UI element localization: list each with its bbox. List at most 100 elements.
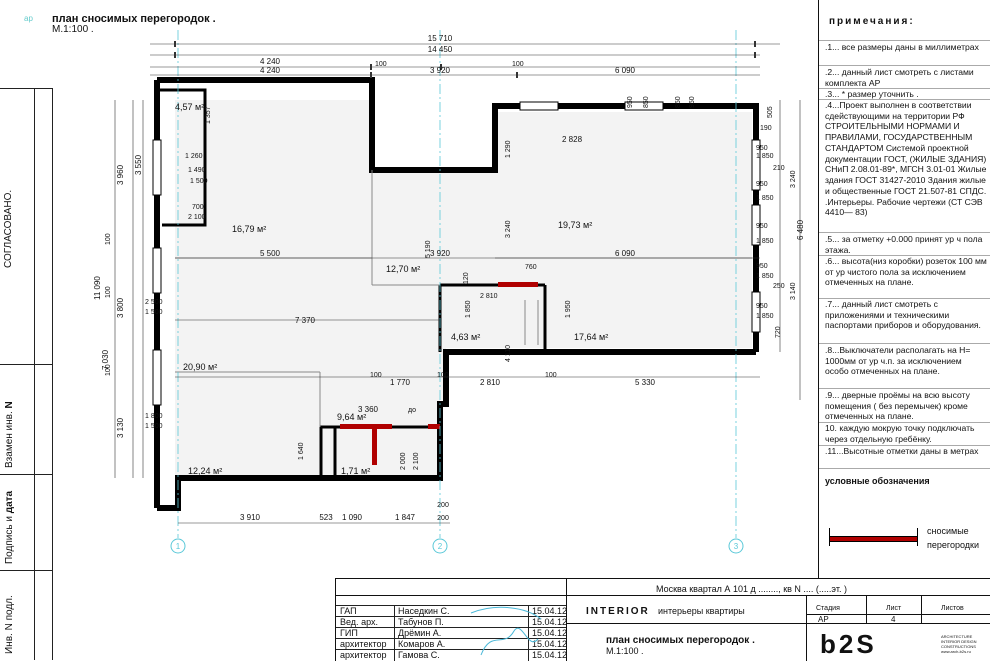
svg-text:1 850: 1 850	[756, 273, 774, 280]
logo-caption: INTERIOR DESIGN	[941, 639, 977, 644]
svg-text:1 090: 1 090	[342, 513, 363, 522]
svg-text:2 000: 2 000	[400, 452, 407, 470]
svg-text:1 357: 1 357	[205, 106, 212, 124]
svg-text:3 130: 3 130	[116, 417, 125, 438]
svg-text:505: 505	[767, 106, 774, 118]
svg-text:3 140: 3 140	[790, 282, 797, 300]
svg-text:6 090: 6 090	[615, 66, 636, 75]
notes-title: примечания:	[829, 16, 915, 27]
sheet-value: 4	[891, 615, 896, 624]
note-item: .5... за отметку +0.000 принят ур ч пола…	[825, 234, 983, 255]
sheet-label: Лист	[886, 605, 902, 612]
legend-label: перегородки	[927, 540, 980, 550]
logo-caption: www.arch-b2s.ru	[941, 649, 971, 654]
svg-text:7 030: 7 030	[101, 349, 110, 370]
room-area: 16,79 м²	[232, 224, 266, 234]
axis-label: 2	[438, 542, 443, 551]
svg-text:950: 950	[627, 96, 634, 108]
svg-text:7 370: 7 370	[295, 316, 316, 325]
logo-caption: CONSTRUCTIONS	[941, 644, 976, 649]
title-block: Москва квартал А 101 д ........, кв N ..…	[335, 578, 990, 661]
svg-text:4 110: 4 110	[505, 345, 512, 362]
svg-text:1 850: 1 850	[756, 313, 774, 320]
room-area: 19,73 м²	[558, 220, 592, 230]
svg-text:100: 100	[512, 61, 524, 68]
stage-value: АР	[818, 615, 829, 624]
room-area: 9,64 м²	[337, 412, 366, 422]
room-area: 20,90 м²	[183, 362, 217, 372]
svg-text:3 960: 3 960	[116, 164, 125, 185]
stage-label: Стадия	[816, 605, 840, 612]
svg-text:3 920: 3 920	[430, 66, 451, 75]
svg-text:1 500: 1 500	[145, 423, 163, 430]
svg-text:2 828: 2 828	[562, 135, 583, 144]
room-area: 12,70 м²	[386, 264, 420, 274]
svg-text:3 800: 3 800	[116, 297, 125, 318]
svg-text:5 190: 5 190	[425, 240, 432, 258]
legend-label: сносимые	[927, 526, 969, 536]
svg-text:523: 523	[319, 513, 333, 522]
note-item: 10. каждую мокрую точку подключать через…	[825, 423, 975, 444]
svg-text:100: 100	[105, 233, 112, 245]
svg-text:950: 950	[756, 145, 768, 152]
svg-text:4 240: 4 240	[260, 57, 281, 66]
inv-n-label: Инв. N подл.	[4, 595, 15, 654]
role-row: архитектор Гамова С. 15.04.12	[336, 649, 567, 660]
svg-text:до: до	[408, 407, 416, 414]
approval-sidebar: СОГЛАСОВАНО. Взамен инв. N Подпись и дат…	[0, 88, 53, 660]
svg-text:100: 100	[545, 372, 557, 379]
svg-text:210: 210	[773, 165, 785, 172]
svg-text:200: 200	[437, 502, 449, 509]
svg-text:4 240: 4 240	[260, 66, 281, 75]
svg-text:6 480: 6 480	[796, 219, 805, 240]
svg-text:2 100: 2 100	[188, 214, 206, 221]
svg-text:950: 950	[756, 263, 768, 270]
notes-panel: примечания: .1... все размеры даны в мил…	[818, 0, 990, 578]
svg-text:3 360: 3 360	[358, 405, 379, 414]
role-row: ГИП Дрёмин А. 15.04.12	[336, 627, 567, 638]
svg-text:3 920: 3 920	[430, 249, 451, 258]
sheets-label: Листов	[941, 605, 964, 612]
svg-text:3 240: 3 240	[505, 220, 512, 238]
company-logo: b2S	[816, 629, 936, 659]
room-area: 12,24 м²	[188, 466, 222, 476]
floor-area	[160, 100, 752, 478]
svg-text:14 450: 14 450	[428, 45, 453, 54]
svg-text:1 260: 1 260	[185, 153, 203, 160]
svg-text:100: 100	[370, 372, 382, 379]
room-area: 4,57 м²	[175, 102, 204, 112]
studio-name: INTERIOR	[586, 606, 650, 617]
note-item: .7... данный лист смотреть с приложениям…	[825, 299, 981, 331]
svg-text:2 810: 2 810	[480, 378, 501, 387]
room-area: 1,71 м²	[341, 466, 370, 476]
svg-text:950: 950	[756, 303, 768, 310]
svg-text:850: 850	[675, 96, 682, 108]
svg-text:720: 720	[775, 326, 782, 338]
note-item: .4...Проект выполнен в соответствии сдей…	[825, 100, 987, 218]
note-item: .1... все размеры даны в миллиметрах	[825, 42, 979, 52]
note-item: .3... * размер уточнить .	[825, 89, 919, 99]
logo-text: b2S	[820, 631, 877, 657]
svg-text:2 500: 2 500	[145, 299, 163, 306]
svg-text:250: 250	[773, 283, 785, 290]
tb-sheet-title: план сносимых перегородок .	[606, 635, 755, 646]
role-row: ГАП Наседкин С. 15.04.12	[336, 605, 567, 616]
svg-text:3 240: 3 240	[790, 170, 797, 188]
svg-text:3 550: 3 550	[134, 154, 143, 175]
svg-text:1 290: 1 290	[505, 140, 512, 158]
svg-text:6 090: 6 090	[615, 249, 636, 258]
svg-text:1 500: 1 500	[190, 178, 208, 185]
note-item: .11...Высотные отметки даны в метрах	[825, 446, 979, 456]
svg-text:1 850: 1 850	[756, 153, 774, 160]
svg-text:1 800: 1 800	[145, 413, 163, 420]
svg-text:1 640: 1 640	[298, 442, 305, 460]
note-item: .6... высота(низ коробки) розеток 100 мм…	[825, 256, 987, 288]
role-row: архитектор Комаров А. 15.04.12	[336, 638, 567, 649]
svg-text:100: 100	[437, 372, 449, 379]
svg-text:700: 700	[192, 204, 204, 211]
svg-text:1 950: 1 950	[565, 300, 572, 318]
svg-text:2 100: 2 100	[413, 452, 420, 470]
logo-caption: ARCHITECTURE	[941, 634, 973, 639]
svg-text:1 490: 1 490	[188, 167, 206, 174]
svg-text:120: 120	[463, 272, 470, 284]
